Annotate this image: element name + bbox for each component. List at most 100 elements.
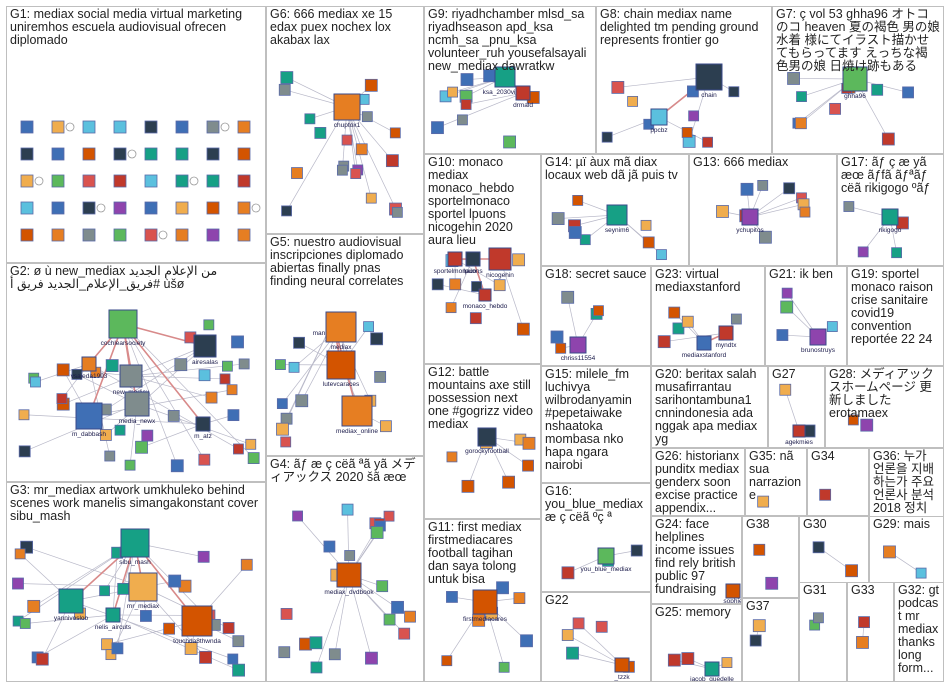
avatar-node[interactable] <box>572 617 585 630</box>
group-g38[interactable]: G38 <box>742 516 799 598</box>
avatar-node[interactable] <box>295 394 309 408</box>
avatar-node[interactable] <box>579 234 591 246</box>
node-sportelmonaco[interactable] <box>447 251 463 267</box>
avatar-node[interactable] <box>740 182 754 196</box>
avatar-node[interactable] <box>601 131 613 143</box>
node--tzzk[interactable] <box>614 657 630 673</box>
avatar-node[interactable] <box>441 655 453 667</box>
node-nelis-aircuts[interactable] <box>105 607 121 623</box>
avatar-node[interactable] <box>144 120 158 134</box>
avatar-node[interactable] <box>82 201 96 215</box>
avatar-node[interactable] <box>323 540 336 553</box>
node-m-atz[interactable] <box>195 416 211 432</box>
avatar-node[interactable] <box>858 616 870 629</box>
avatar-node[interactable] <box>561 290 575 304</box>
avatar-node[interactable] <box>856 636 869 649</box>
group-g24[interactable]: G24: face helplines income issues find r… <box>651 516 742 604</box>
node-jacob-guedelle[interactable] <box>704 661 720 677</box>
group-g36[interactable]: G36: 누가 언론을 지배 하는가 주요 언론사 분석 2018 정치 <box>869 448 944 518</box>
avatar-node[interactable] <box>341 134 353 146</box>
avatar-node[interactable] <box>314 127 327 139</box>
node-cochlearsociety[interactable] <box>108 309 138 339</box>
avatar-node[interactable] <box>175 147 189 161</box>
avatar-node[interactable] <box>144 201 158 215</box>
avatar-node[interactable] <box>672 322 685 335</box>
node-vsajeda1993[interactable] <box>81 356 97 372</box>
avatar-node[interactable] <box>206 174 220 188</box>
avatar-node[interactable] <box>355 143 368 156</box>
avatar-node[interactable] <box>226 384 238 396</box>
node-new-mediax[interactable] <box>119 364 143 388</box>
avatar-node[interactable] <box>561 566 575 580</box>
avatar-node[interactable] <box>688 110 700 122</box>
avatar-node[interactable] <box>826 321 838 332</box>
avatar-node[interactable] <box>843 201 855 212</box>
avatar-node[interactable] <box>370 332 384 346</box>
node-ppcbz[interactable] <box>650 108 668 126</box>
avatar-node[interactable] <box>117 582 130 595</box>
group-g6[interactable]: G6: 666 mediax xe 15 edax puex nochex lo… <box>266 6 424 234</box>
avatar-node[interactable] <box>350 168 362 179</box>
avatar-node[interactable] <box>280 71 294 84</box>
node-myndtx[interactable] <box>718 325 734 341</box>
avatar-node[interactable] <box>781 287 793 299</box>
group-g19[interactable]: G19: sportel monaco raison crise sanitai… <box>847 266 944 366</box>
node-nicogehin[interactable] <box>488 247 512 271</box>
avatar-node[interactable] <box>391 600 404 614</box>
avatar-node[interactable] <box>728 86 740 98</box>
node-sibu-mash[interactable] <box>120 528 150 558</box>
avatar-node[interactable] <box>71 369 83 380</box>
node-chain[interactable] <box>695 63 723 91</box>
avatar-node[interactable] <box>105 649 117 661</box>
avatar-node[interactable] <box>293 336 305 349</box>
avatar-node[interactable] <box>275 359 286 370</box>
avatar-node[interactable] <box>550 330 564 344</box>
avatar-node[interactable] <box>237 174 251 188</box>
avatar-node[interactable] <box>780 300 794 314</box>
avatar-node[interactable] <box>446 451 458 463</box>
avatar-node[interactable] <box>20 228 34 242</box>
avatar-node[interactable] <box>336 164 348 176</box>
avatar-node[interactable] <box>247 452 260 464</box>
node-mediaxstanford[interactable] <box>696 335 712 351</box>
avatar-node[interactable] <box>365 192 377 204</box>
group-g33[interactable]: G33 <box>847 582 894 682</box>
avatar-node[interactable] <box>568 226 582 239</box>
node-mediax-dvdbook[interactable] <box>336 562 362 588</box>
avatar-node[interactable] <box>135 440 148 454</box>
avatar-node[interactable] <box>170 459 184 473</box>
group-g34[interactable]: G34 <box>807 448 869 516</box>
avatar-node[interactable] <box>716 205 729 218</box>
avatar-node[interactable] <box>512 253 526 267</box>
avatar-node[interactable] <box>363 321 375 333</box>
avatar-node[interactable] <box>457 114 468 126</box>
avatar-node[interactable] <box>642 236 655 249</box>
node-lpuons[interactable] <box>465 251 481 267</box>
group-g35[interactable]: G35: nã sua narrazione <box>745 448 807 516</box>
avatar-node[interactable] <box>503 135 516 149</box>
avatar-node[interactable] <box>383 613 396 626</box>
avatar-node[interactable] <box>233 443 244 455</box>
avatar-node[interactable] <box>20 120 34 134</box>
avatar-node[interactable] <box>799 206 811 218</box>
avatar-node[interactable] <box>206 228 220 242</box>
group-g14[interactable]: G14: µï àux mã diax locaux web dã jã pui… <box>541 154 689 266</box>
avatar-node[interactable] <box>493 279 506 292</box>
avatar-node[interactable] <box>56 363 70 377</box>
avatar-node[interactable] <box>630 544 643 557</box>
avatar-node[interactable] <box>111 642 124 655</box>
avatar-node[interactable] <box>144 147 158 161</box>
group-g29[interactable]: G29: mais <box>869 516 944 586</box>
avatar-node[interactable] <box>328 648 341 661</box>
node-chuptox1[interactable] <box>333 93 361 121</box>
avatar-node[interactable] <box>237 228 251 242</box>
group-g11[interactable]: G11: first mediax firstmediacares footba… <box>424 519 541 682</box>
avatar-node[interactable] <box>206 147 220 161</box>
avatar-node[interactable] <box>361 111 373 123</box>
avatar-node[interactable] <box>288 361 300 373</box>
avatar-node[interactable] <box>845 564 858 578</box>
node-ychupitos[interactable] <box>741 208 759 226</box>
avatar-node[interactable] <box>365 651 378 665</box>
